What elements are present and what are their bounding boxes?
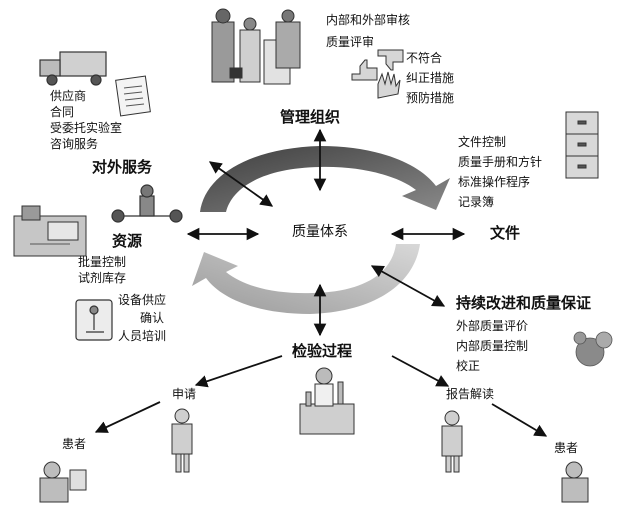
person-request-icon	[171, 408, 193, 473]
resources-item2-2: 人员培训	[118, 328, 166, 343]
external-services-title: 对外服务	[92, 158, 153, 176]
process-arrows	[94, 355, 548, 437]
management-item-0: 内部和外部审核	[326, 12, 410, 27]
process-report: 报告解读	[446, 386, 494, 401]
management-item-1: 质量评审	[326, 34, 374, 49]
external-item-1: 合同	[50, 104, 74, 119]
cycle-arrow-lower	[192, 244, 420, 314]
resources-item2-1: 确认	[140, 311, 164, 325]
patient-right-icon	[561, 461, 589, 503]
arrow-to-request	[194, 355, 283, 388]
process-title: 检验过程	[292, 342, 352, 360]
management-action-2: 预防措施	[406, 90, 454, 105]
management-action-1: 纠正措施	[406, 71, 454, 85]
thumb-down-icon	[377, 49, 404, 71]
documents-item-1: 质量手册和方针	[458, 154, 542, 169]
management-action-0: 不符合	[406, 50, 442, 65]
patient-left-icon	[39, 461, 87, 503]
external-item-3: 咨询服务	[50, 136, 98, 151]
cycle-arrow-upper	[200, 146, 450, 212]
arrow-to-report	[391, 355, 450, 387]
arrow-to-improvement	[370, 265, 446, 307]
resources-item-0: 批量控制	[78, 254, 126, 269]
gear-cluster-icon	[573, 331, 613, 367]
thumb-up-icon	[351, 59, 378, 81]
thumbs-icons	[351, 49, 404, 99]
microscope-icon	[75, 299, 113, 341]
external-item-0: 供应商	[50, 88, 86, 103]
external-item-2: 受委托实验室	[50, 120, 122, 135]
person-report-icon	[441, 410, 463, 473]
documents-item-3: 记录簿	[458, 194, 494, 209]
process-patient-right: 患者	[554, 441, 578, 455]
process-patient-left: 患者	[62, 437, 86, 451]
documents-item-0: 文件控制	[458, 134, 506, 149]
lab-machine-icon	[13, 205, 87, 257]
truck-icon	[39, 51, 107, 86]
arrow-request-to-patient	[94, 401, 161, 433]
lab-scientist-icon	[299, 367, 355, 435]
process-request: 申请	[172, 387, 196, 401]
file-cabinet-icon	[565, 111, 599, 179]
hand-icon	[377, 71, 401, 99]
documents-item-2: 标准操作程序	[458, 174, 530, 189]
management-title: 管理组织	[280, 108, 340, 126]
arrow-report-to-patient	[491, 403, 548, 437]
improvement-title: 持续改进和质量保证	[456, 294, 591, 312]
resources-item-1: 试剂库存	[78, 270, 126, 285]
center-label: 质量体系	[292, 224, 348, 240]
resources-item2-0: 设备供应	[118, 292, 166, 307]
improvement-item-0: 外部质量评价	[456, 318, 528, 333]
arrow-to-external-services	[208, 161, 274, 207]
document-icon	[115, 75, 151, 117]
improvement-item-1: 内部质量控制	[456, 338, 528, 353]
management-illustration	[211, 8, 301, 85]
resources-title: 资源	[112, 232, 142, 250]
improvement-item-2: 校正	[456, 358, 480, 373]
center-arrows	[186, 128, 466, 337]
documents-title: 文件	[490, 224, 520, 242]
balance-scale-icon	[111, 184, 183, 223]
